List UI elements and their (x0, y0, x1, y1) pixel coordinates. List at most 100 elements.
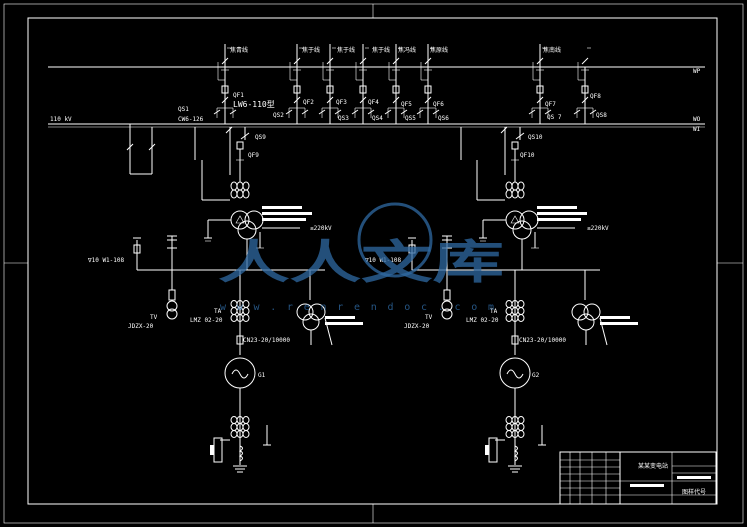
tv-winding (166, 308, 178, 320)
feeder-label-6: 焦原线 (430, 46, 448, 54)
watermark-url: www.renrendoc.com (220, 302, 500, 313)
unit-left-gen: G1 (258, 372, 266, 379)
unit-right-tv-type: JDZX-20 (404, 323, 430, 330)
title-block-title: 某某变电站 (638, 462, 668, 470)
neutral-ct-coil (505, 430, 513, 438)
bus-voltage-label: 110 kV (50, 116, 72, 123)
bus-pt-bay (126, 124, 462, 175)
generator-sine (506, 369, 524, 379)
ta-coil (517, 307, 525, 315)
ct-coil (236, 189, 244, 199)
neutral-ct-coil (230, 430, 238, 438)
ta-coil (505, 300, 513, 308)
spec-bar (325, 316, 355, 319)
title-block-subtitle: 图样代号 (682, 488, 706, 496)
tv-winding (441, 300, 453, 312)
delta-symbol (510, 215, 520, 224)
neutral-coil (238, 445, 243, 462)
tv-winding (166, 300, 178, 312)
qf1-type-label: LW6-110型 (233, 100, 275, 109)
grounding-resistor (213, 437, 223, 463)
qf8-label: QF8 (590, 93, 601, 100)
feeder-labels: 焦青线 焦于线 焦于线 焦于线 焦冯线 焦原线 焦南线 (230, 46, 561, 54)
unit-right-arrester: ∇10 W1-108 (364, 257, 402, 264)
feeder-label-5: 焦冯线 (398, 46, 416, 54)
ta-coil (505, 307, 513, 315)
watermark-logo-ring (357, 202, 433, 278)
qf2-label: QF2 (303, 99, 314, 106)
unit-left-ta-type: LMZ 02-20 (190, 317, 223, 324)
feeder-label-1: 焦青线 (230, 46, 248, 54)
drawing-frame (3, 3, 744, 524)
arrester (408, 244, 416, 254)
feeder-bay-5 (384, 44, 408, 124)
neutral-ct-coil (517, 430, 525, 438)
qf7-label: QF7 (545, 101, 556, 108)
neutral-ct-coil (505, 416, 513, 424)
unit-left-tv: TV (150, 314, 158, 321)
neutral-ct-coil (242, 423, 250, 431)
spec-bar (262, 218, 306, 221)
transformer-winding (505, 210, 525, 230)
neutral-ct-coil (242, 430, 250, 438)
feeder-bay-2 (285, 44, 309, 124)
qs1-label: QS1 (178, 106, 189, 113)
ct-coil (242, 181, 250, 191)
wi-label: WI (693, 126, 701, 133)
title-block: 某某变电站 图样代号 (559, 451, 717, 505)
qf3-label: QF3 (336, 99, 347, 106)
ct-coil (511, 181, 519, 191)
spec-bar (325, 322, 363, 325)
neutral-ct-coil (517, 423, 525, 431)
wo-label: WO (693, 116, 701, 123)
watermark: 人人文库 www.renrendoc.com (218, 202, 504, 313)
unit-right-hv: ≤220kV (587, 225, 609, 232)
spec-bar (537, 206, 577, 209)
grounding-block (210, 445, 214, 455)
neutral-coil (513, 445, 518, 462)
wp-label: WP (693, 68, 701, 75)
bus-bars: 110 kV WP WO WI (48, 66, 705, 133)
ta-coil (517, 314, 525, 322)
gen-breaker (511, 335, 519, 345)
unit-right-ta: TA (490, 308, 498, 315)
spec-bar (600, 316, 630, 319)
generator-unit-left (133, 126, 363, 473)
ct-coil (242, 189, 250, 199)
ta-coil (230, 314, 238, 322)
aux-transformer-winding (571, 303, 589, 321)
unit-left-ta: TA (214, 308, 222, 315)
ct-coil (230, 181, 238, 191)
feeder-bay-8 (573, 47, 597, 124)
unit-left-arrester: ∇10 W1-108 (87, 257, 125, 264)
generator-sine (231, 369, 249, 379)
spec-bar (600, 322, 638, 325)
feeder-bay-4 (351, 44, 375, 124)
ct-coil (236, 181, 244, 191)
ct-coil (505, 181, 513, 191)
qf5-label: QF5 (401, 101, 412, 108)
ta-coil (517, 300, 525, 308)
ct-coil (517, 181, 525, 191)
ct-coil (511, 189, 519, 199)
unit-breaker (511, 141, 519, 150)
qs2-label: QS2 (273, 112, 284, 119)
unit-right-tv: TV (425, 314, 433, 321)
spec-bar (262, 206, 302, 209)
transformer-winding (230, 210, 250, 230)
qs6-label: QS6 (438, 115, 449, 122)
neutral-ct-coil (505, 423, 513, 431)
aux-transformer-winding (583, 303, 601, 321)
aux-transformer-winding (302, 313, 320, 331)
arrester (133, 244, 141, 254)
generator-unit-right (408, 126, 638, 473)
feeder-label-2: 焦于线 (302, 46, 320, 54)
qs9-label: QS9 (255, 134, 266, 141)
qs8-label: QS8 (596, 112, 607, 119)
qs3-label: QS3 (338, 115, 349, 122)
aux-transformer-winding (296, 303, 314, 321)
feeder-bays (213, 44, 597, 124)
ct-coil (230, 189, 238, 199)
transformer-winding (512, 220, 532, 240)
